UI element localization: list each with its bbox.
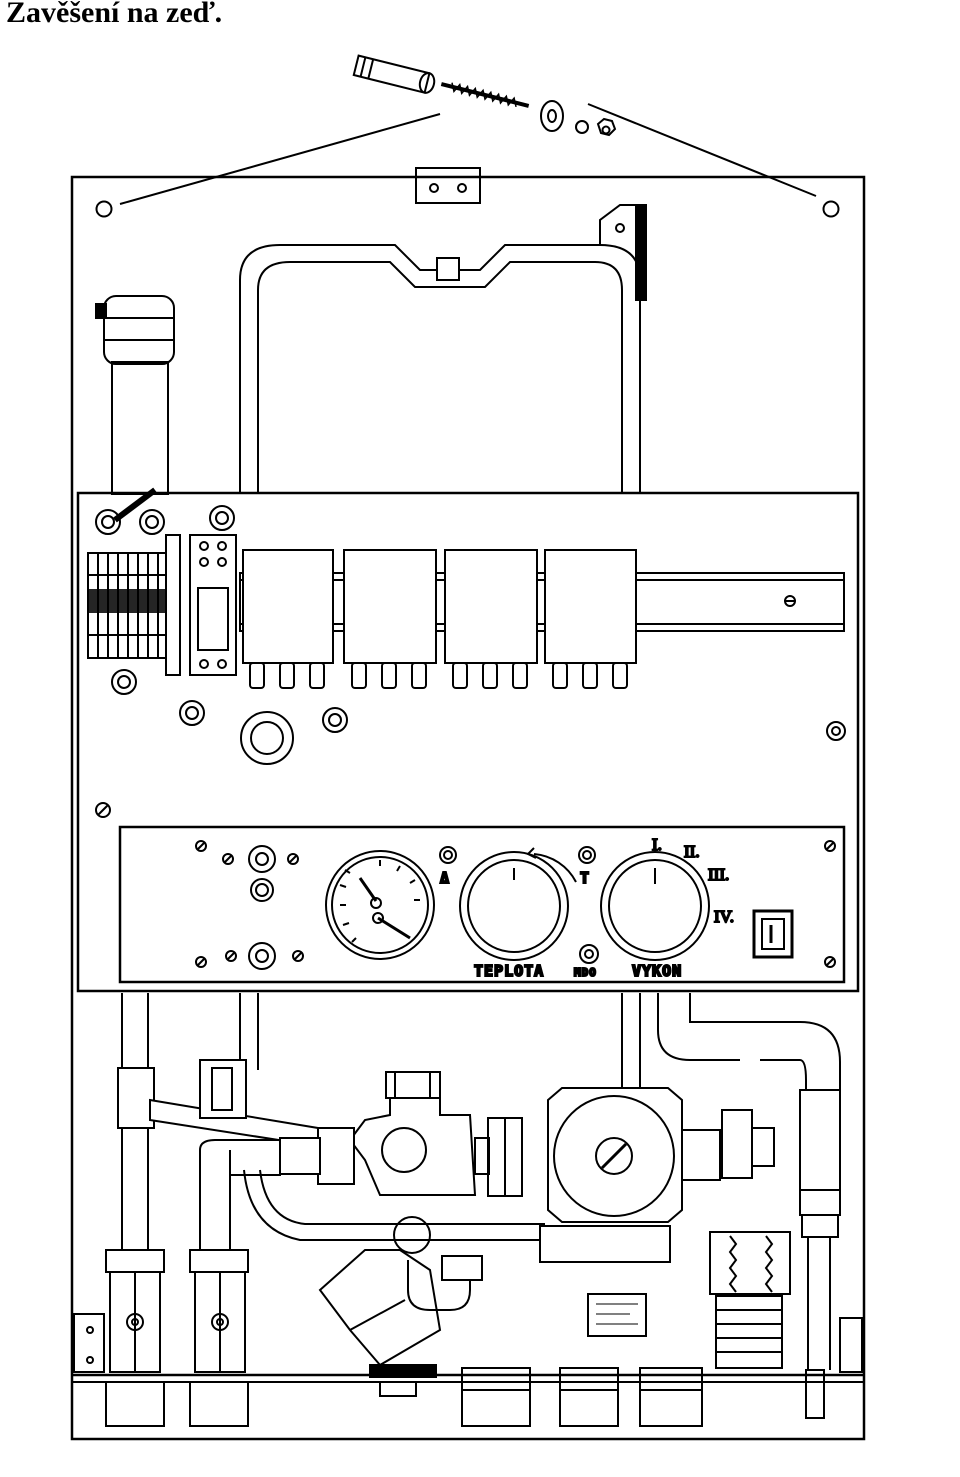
control-panel <box>118 825 846 984</box>
bottom-cover <box>72 1367 864 1427</box>
page-title: Zavěšení na zeď. <box>6 0 223 29</box>
main-switch[interactable] <box>752 909 794 959</box>
hydraulic-section <box>73 993 863 1419</box>
power-knob <box>600 851 710 961</box>
anchor-screw <box>440 82 530 108</box>
top-bracket <box>415 167 481 204</box>
expansion-tank <box>239 204 647 493</box>
contactor-2 <box>343 549 437 689</box>
rating-plate <box>587 1293 647 1337</box>
indicator-lamps <box>248 845 276 970</box>
heating-elements <box>709 1231 791 1369</box>
power-level-3: III. <box>708 865 729 884</box>
electrical-panel <box>76 491 860 993</box>
temperature-max-mark: T <box>580 869 590 887</box>
anchor-washer <box>540 100 564 132</box>
air-vent-pipe <box>95 295 175 495</box>
temperature-marks: Δ T <box>439 846 596 888</box>
temperature-knob <box>459 847 577 961</box>
power-label: VYKON <box>632 962 682 980</box>
power-level-2: II. <box>684 842 700 861</box>
temperature-label: TEPLOTA <box>474 962 544 980</box>
mounting-hole-left <box>95 200 113 218</box>
power-level-1: I. <box>652 835 662 854</box>
boiler-frame <box>70 175 866 1441</box>
anchor-nut <box>596 117 617 137</box>
anchor-small-ring <box>575 120 589 134</box>
temperature-min-mark: Δ <box>440 869 450 887</box>
leader-line-left <box>119 113 441 205</box>
power-level-4: IV. <box>714 907 734 926</box>
thermomanometer-gauge <box>325 850 435 960</box>
contactor-1 <box>242 549 334 689</box>
side-clips <box>73 1313 863 1373</box>
terminal-block <box>87 534 237 676</box>
mdo-label: MDO <box>574 966 597 979</box>
contactor-3 <box>444 549 538 689</box>
mounting-hole-right <box>822 200 840 218</box>
circulation-pump <box>547 1087 775 1223</box>
wall-anchor-kit <box>119 54 817 205</box>
cable-glands <box>95 505 846 818</box>
panel-screws <box>195 840 836 968</box>
leader-line-right <box>587 103 817 197</box>
contactor-4 <box>544 549 637 689</box>
wall-plug <box>352 54 436 94</box>
shutoff-valve-right <box>189 1249 249 1373</box>
din-rail <box>239 572 845 632</box>
shutoff-valve-left <box>105 1249 165 1373</box>
